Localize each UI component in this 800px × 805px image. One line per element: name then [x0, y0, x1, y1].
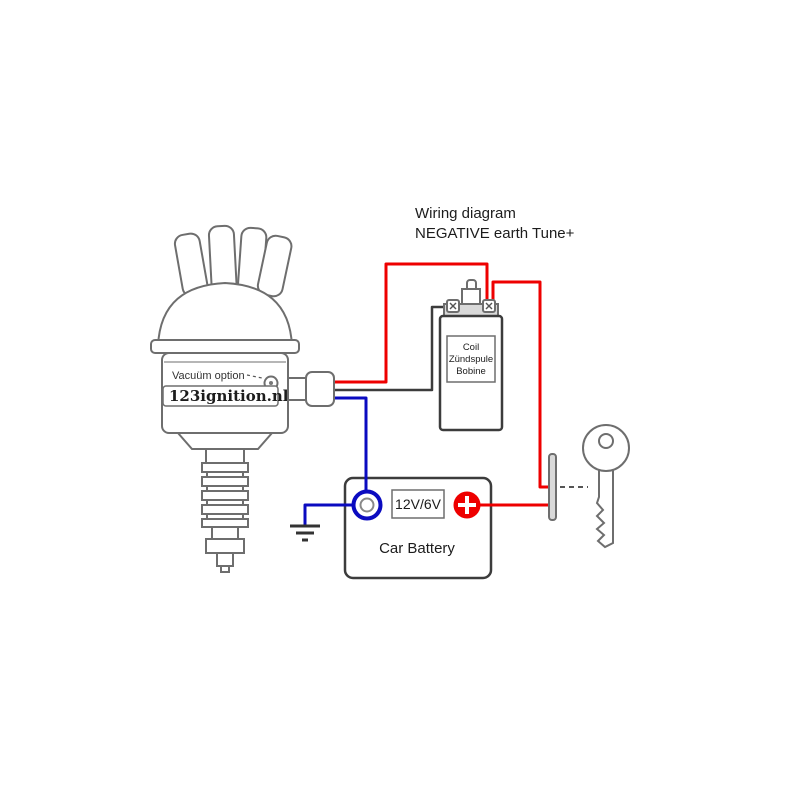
distributor-shaft-waist [211, 526, 239, 540]
coil-label-box [446, 335, 496, 383]
coil-bolt-cross [449, 302, 457, 310]
coil-bolt-cross [485, 302, 493, 310]
distributor-shaft-rib [201, 462, 249, 473]
coil-terminal-bolt-left [446, 299, 460, 313]
ignition-coil: Coil Zündspule Bobine [438, 279, 504, 432]
wire-red-coil-to-switch [491, 280, 548, 489]
car-battery: 12V/6V Car Battery [351, 489, 481, 557]
wire-blue-ground [303, 503, 353, 526]
distributor-cap-lip [150, 339, 300, 354]
distributor-shaft-rib [201, 490, 249, 501]
wire-black-distributor-to-coil [332, 305, 447, 392]
wire-red-distributor-to-coil [332, 262, 489, 384]
distributor-shaft-neck [205, 448, 245, 464]
distributor-neck-taper [175, 432, 275, 450]
diagram-title-line2: NEGATIVE earth Tune+ [415, 225, 575, 242]
key-head-hole [598, 433, 614, 449]
distributor-drive-dog [216, 552, 234, 567]
brand-label: 123ignition.nl [169, 387, 289, 405]
vacuum-option-label: Vacuüm option [172, 370, 245, 382]
battery-voltage-label: 12V/6V [395, 496, 442, 512]
ignition-switch-plate [548, 453, 557, 521]
distributor: Vacuüm option 123ignition.nl [150, 224, 335, 573]
distributor-drive-tab [220, 565, 230, 573]
vacuum-leader-line [246, 374, 263, 379]
battery-negative-terminal-center [359, 497, 375, 513]
distributor-shaft-rib [201, 518, 249, 528]
distributor-cap-dome [156, 281, 294, 347]
battery-voltage-box [391, 489, 445, 519]
coil-label-line3: Bobine [456, 366, 486, 377]
coil-label-line1: Coil [463, 342, 479, 353]
battery-name-label: Car Battery [379, 540, 455, 557]
ignition-switch-and-key [548, 424, 630, 549]
distributor-shaft-rib [201, 504, 249, 515]
brand-label-plate [162, 385, 279, 407]
vacuum-adjust-knob-dot [269, 381, 273, 385]
connector-plug [305, 371, 335, 407]
distributor-shaft-collar [205, 538, 245, 554]
key-shaft [595, 468, 614, 549]
coil-terminal-bolt-right [482, 299, 496, 313]
coil-label-line2: Zündspule [449, 354, 493, 365]
diagram-title-line1: Wiring diagram [415, 205, 516, 222]
distributor-shaft-rib [201, 476, 249, 487]
wire-blue-distributor-to-battery [332, 396, 368, 492]
ground-symbol [290, 524, 320, 542]
